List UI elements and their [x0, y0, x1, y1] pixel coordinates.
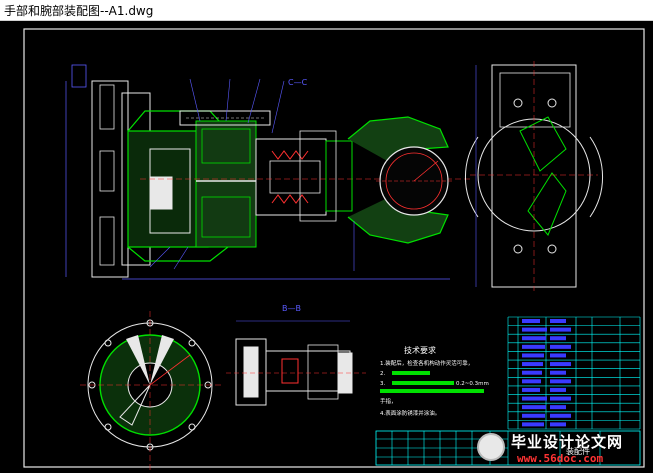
- table-cell-mark: [550, 336, 566, 341]
- table-cell-mark: [522, 353, 544, 358]
- table-cell-mark: [550, 405, 566, 410]
- watermark-title: 毕业设计论文网: [511, 433, 624, 451]
- view-label: B—B: [282, 304, 301, 313]
- title-block-name: 装配件: [566, 446, 590, 456]
- table-cell-mark: [522, 336, 546, 341]
- table-cell-mark: [550, 327, 571, 332]
- watermark-logo-icon: [477, 433, 505, 461]
- window-titlebar: 手部和腕部装配图--A1.dwg: [0, 0, 653, 21]
- table-cell-mark: [522, 387, 540, 392]
- end-view: [80, 311, 222, 471]
- watermark-url: www.56doc.com: [517, 452, 604, 465]
- tech-heading: 技术要求: [404, 345, 436, 355]
- drawing-border: [23, 28, 645, 468]
- side-view: [465, 61, 603, 291]
- table-cell-mark: [522, 379, 541, 384]
- table-cell-mark: [550, 396, 571, 401]
- tech-line-3: 3.: [380, 381, 385, 387]
- tech-line-1: 1.装配后，检查各机构动作灵活可靠，: [380, 359, 473, 367]
- table-cell-mark: [522, 405, 546, 410]
- table-cell-mark: [550, 353, 566, 358]
- table-cell-mark: [550, 370, 566, 375]
- table-cell-mark: [550, 362, 571, 367]
- table-cell-mark: [550, 422, 566, 427]
- table-cell-mark: [522, 344, 545, 349]
- drawing-canvas[interactable]: C—C: [0, 21, 653, 473]
- table-cell-mark: [522, 413, 545, 418]
- technical-requirements: 技术要求 1.装配后，检查各机构动作灵活可靠， 2. 3. 0.2~0.3mm …: [380, 345, 489, 417]
- table-cell-mark: [550, 387, 566, 392]
- table-cell-mark: [522, 370, 542, 375]
- tech-line-3-value: 0.2~0.3mm: [456, 381, 489, 387]
- table-cell-mark: [522, 319, 540, 323]
- table-cell-mark: [522, 396, 547, 401]
- bb-view: B—B: [226, 304, 366, 406]
- border-mark: [71, 64, 87, 88]
- main-section-view: C—C: [65, 78, 470, 280]
- table-cell-mark: [522, 327, 547, 332]
- cad-drawing: C—C: [23, 28, 645, 471]
- table-cell-mark: [550, 413, 571, 418]
- tech-line-5: 4.表面涂防锈漆并涂油。: [380, 409, 440, 417]
- parts-list-table: [507, 316, 641, 430]
- watermark: 毕业设计论文网 www.56doc.com: [477, 431, 647, 469]
- table-cell-mark: [522, 362, 543, 367]
- table-cell-mark: [550, 344, 571, 349]
- section-label: C—C: [288, 78, 308, 87]
- table-cell-mark: [550, 379, 571, 384]
- table-cell-mark: [550, 319, 566, 323]
- tech-line-4: 手指，: [380, 397, 397, 405]
- window-title: 手部和腕部装配图--A1.dwg: [4, 4, 154, 18]
- tech-line-2: 2.: [380, 371, 385, 377]
- table-cell-mark: [522, 422, 544, 427]
